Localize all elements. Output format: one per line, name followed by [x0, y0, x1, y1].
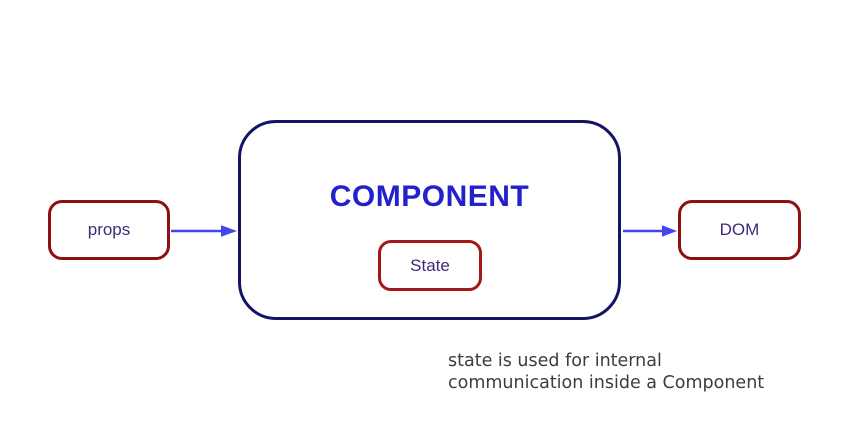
- arrow-component-to-dom-icon: [623, 225, 677, 237]
- dom-node: DOM: [678, 200, 801, 260]
- caption-line-2: communication inside a Component: [448, 372, 765, 393]
- props-node: props: [48, 200, 170, 260]
- component-node-label: COMPONENT: [329, 180, 530, 213]
- arrow-props-to-component-icon: [171, 225, 237, 237]
- props-node-label: props: [87, 220, 131, 239]
- caption: state is used for internal communication…: [448, 351, 764, 394]
- caption-line-1: state is used for internal: [448, 351, 662, 371]
- dom-node-label: DOM: [719, 220, 760, 239]
- component-node: COMPONENT State: [238, 120, 621, 320]
- state-node-label: State: [410, 255, 450, 275]
- state-node: State: [378, 240, 482, 291]
